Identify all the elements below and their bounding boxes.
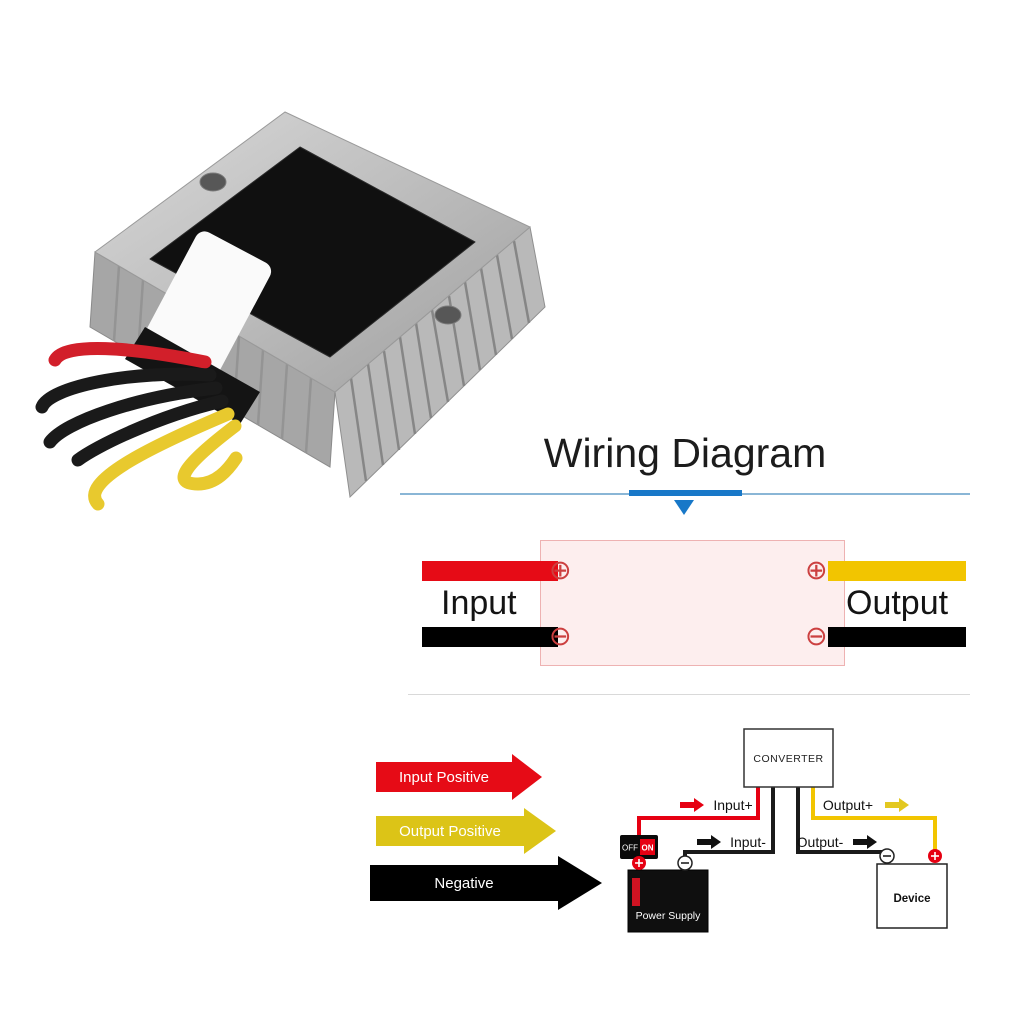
- terminal-minus-icon: ⊖: [805, 621, 828, 652]
- connection-schematic: CONVERTER Input+ Output+ Input- Output- …: [620, 728, 948, 933]
- legend-arrow-body: Negative: [370, 865, 558, 901]
- output-negative-wire: [828, 627, 966, 647]
- switch-on-label: ON: [642, 844, 654, 853]
- input-minus-label: Input-: [730, 834, 766, 850]
- legend-arrow-body: Input Positive: [376, 762, 512, 792]
- output-positive-wire: [828, 561, 966, 581]
- product-label-sticker: [142, 231, 272, 379]
- arrow-head-icon: [558, 856, 602, 910]
- input-positive-wire: [422, 561, 558, 581]
- input-plus-arrow-icon: [680, 798, 704, 812]
- converter-product-photo: [35, 111, 546, 511]
- input-minus-arrow-icon: [697, 835, 721, 849]
- power-supply-red-stripe: [632, 878, 640, 906]
- screw-hole-icon: [434, 305, 462, 325]
- schematic-converter-box: [743, 728, 834, 788]
- device-label: Device: [893, 893, 930, 905]
- down-arrow-icon: [674, 500, 694, 515]
- converter-wires: [35, 341, 243, 511]
- power-switch: OFF ON: [620, 835, 658, 859]
- heatsink-fins-right: [334, 226, 546, 499]
- terminal-minus-icon: ⊖: [549, 621, 572, 652]
- legend-input-positive: Input Positive: [376, 754, 542, 800]
- legend-output-positive-label: Output Positive: [399, 822, 501, 840]
- converter-top-panel: [149, 146, 476, 358]
- device-box: [876, 863, 948, 929]
- output-plus-arrow-icon: [885, 798, 909, 812]
- switch-on-segment: [640, 839, 655, 855]
- title-underline-accent: [629, 490, 742, 496]
- input-plus-label: Input+: [713, 797, 752, 813]
- arrow-head-icon: [524, 808, 556, 854]
- legend-negative: Negative: [370, 856, 602, 910]
- legend-negative-label: Negative: [434, 874, 494, 892]
- red-wire: [48, 341, 212, 369]
- input-label: Input: [441, 584, 517, 622]
- black-wire: [71, 394, 229, 467]
- black-wire: [35, 367, 217, 414]
- output-minus-label: Output-: [797, 834, 844, 850]
- screw-hole-icon: [199, 172, 227, 192]
- schematic-output-positive-wire: [811, 787, 937, 858]
- output-plus-label: Output+: [823, 797, 873, 813]
- legend-arrow-body: Output Positive: [376, 816, 524, 846]
- page-title: Wiring Diagram: [543, 430, 827, 476]
- power-supply: Power Supply: [627, 855, 709, 933]
- yellow-wire: [177, 419, 243, 491]
- legend-input-positive-label: Input Positive: [398, 768, 490, 786]
- input-negative-wire: [422, 627, 558, 647]
- black-wire: [43, 381, 223, 449]
- converter-body-box: [540, 540, 845, 666]
- legend-output-positive: Output Positive: [376, 808, 556, 854]
- switch-off-label: OFF: [622, 844, 638, 853]
- terminal-plus-icon: ⊕: [805, 555, 828, 586]
- output-label: Output: [846, 584, 949, 622]
- arrow-head-icon: [512, 754, 542, 800]
- yellow-wire: [88, 407, 235, 511]
- terminal-plus-icon: ⊕: [549, 555, 572, 586]
- converter-label: CONVERTER: [753, 753, 823, 765]
- power-supply-box: [627, 869, 709, 933]
- section-divider: [408, 694, 970, 695]
- output-minus-arrow-icon: [853, 835, 877, 849]
- power-supply-label: Power Supply: [636, 910, 702, 922]
- device: Device: [876, 848, 948, 929]
